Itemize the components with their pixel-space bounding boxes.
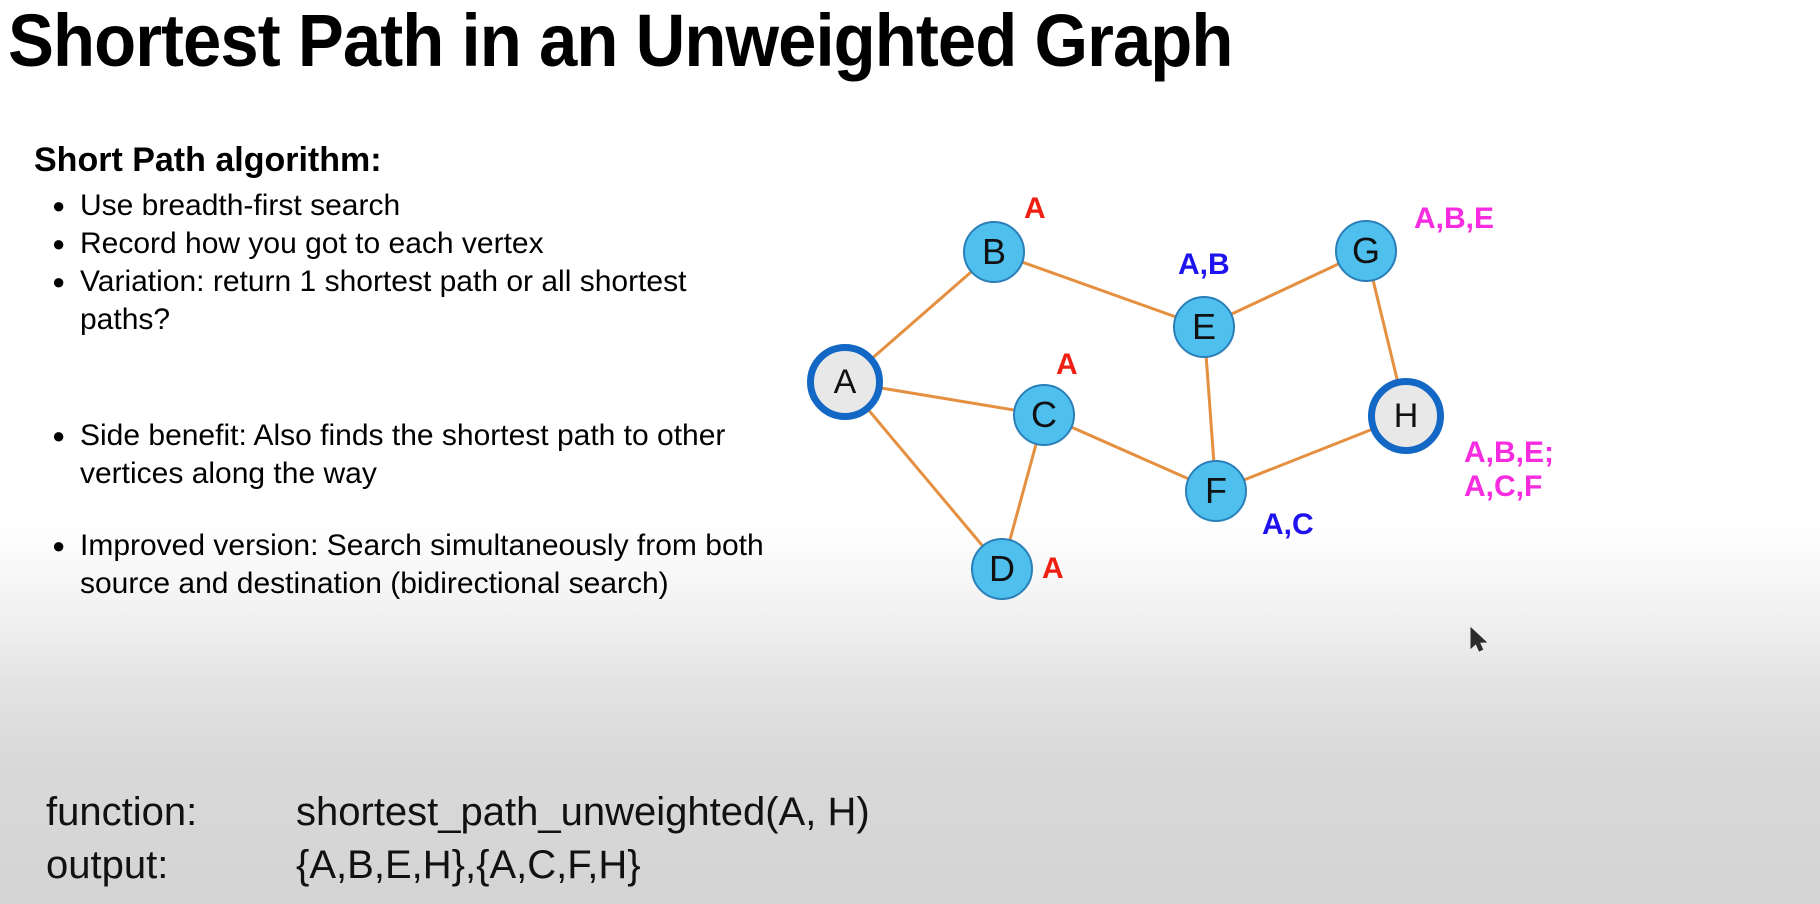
bullet-dot-icon: ●	[52, 533, 66, 559]
output-value: {A,B,E,H},{A,C,F,H}	[296, 843, 641, 888]
annotation-h-line2: A,C,F	[1464, 470, 1543, 503]
bullet-list-side-benefit: ● Side benefit: Also finds the shortest …	[34, 417, 774, 493]
bullet-list-improved-version: ● Improved version: Search simultaneousl…	[34, 527, 774, 603]
list-item: ● Side benefit: Also finds the shortest …	[34, 417, 774, 493]
annotation-e: A,B	[1178, 248, 1230, 281]
annotation-d: A	[1042, 552, 1064, 585]
graph-node-d[interactable]: D	[971, 538, 1033, 600]
function-value: shortest_path_unweighted(A, H)	[296, 790, 870, 834]
list-item-label: Improved version: Search simultaneously …	[80, 529, 764, 601]
list-item-label: Variation: return 1 shortest path or all…	[80, 264, 687, 337]
graph-node-h[interactable]: H	[1368, 378, 1444, 454]
annotation-b: A	[1024, 192, 1046, 225]
section-heading: Short Path algorithm:	[34, 141, 382, 179]
graph-node-a[interactable]: A	[807, 344, 883, 420]
output-label: output:	[46, 843, 169, 888]
function-row: function: shortest_path_unweighted(A, H)	[46, 786, 870, 839]
output-row: output: {A,B,E,H},{A,C,F,H}	[46, 839, 870, 892]
edge-a-d	[843, 381, 1004, 570]
graph-node-c[interactable]: C	[1013, 384, 1075, 446]
list-item: ● Variation: return 1 shortest path or a…	[34, 263, 774, 339]
mouse-pointer-icon	[1470, 627, 1488, 652]
edge-b-e	[993, 250, 1205, 329]
graph-node-e[interactable]: E	[1173, 296, 1235, 358]
graph-diagram: A B C D E F G H A A A A,B A,C A,B,E A,B,…	[780, 170, 1820, 640]
graph-node-b[interactable]: B	[963, 221, 1025, 283]
list-item: ● Record how you got to each vertex	[34, 225, 774, 263]
annotation-c: A	[1056, 348, 1078, 381]
list-item: ● Improved version: Search simultaneousl…	[34, 527, 774, 603]
bullet-list-algorithm: ● Use breadth-first search ● Record how …	[34, 187, 774, 339]
list-item: ● Use breadth-first search	[34, 187, 774, 225]
content-column: Short Path algorithm: ● Use breadth-firs…	[34, 140, 774, 604]
list-item-label: Use breadth-first search	[80, 188, 401, 222]
page-title: Shortest Path in an Unweighted Graph	[8, 0, 1233, 82]
bullet-dot-icon: ●	[52, 268, 66, 294]
annotation-h-line1: A,B,E;	[1464, 436, 1554, 469]
spacer	[34, 493, 774, 527]
function-output-block: function: shortest_path_unweighted(A, H)…	[46, 786, 870, 892]
list-item-label: Record how you got to each vertex	[80, 226, 544, 260]
bullet-dot-icon: ●	[52, 192, 66, 218]
annotation-g: A,B,E	[1414, 202, 1495, 235]
graph-node-f[interactable]: F	[1185, 460, 1247, 522]
graph-node-g[interactable]: G	[1335, 220, 1397, 282]
function-label: function:	[46, 790, 198, 834]
bullet-dot-icon: ●	[52, 423, 66, 449]
graph-edges	[843, 249, 1408, 570]
bullet-dot-icon: ●	[52, 230, 66, 256]
annotation-f: A,C	[1262, 508, 1314, 541]
list-item-label: Side benefit: Also finds the shortest pa…	[80, 419, 726, 491]
spacer	[34, 339, 774, 417]
